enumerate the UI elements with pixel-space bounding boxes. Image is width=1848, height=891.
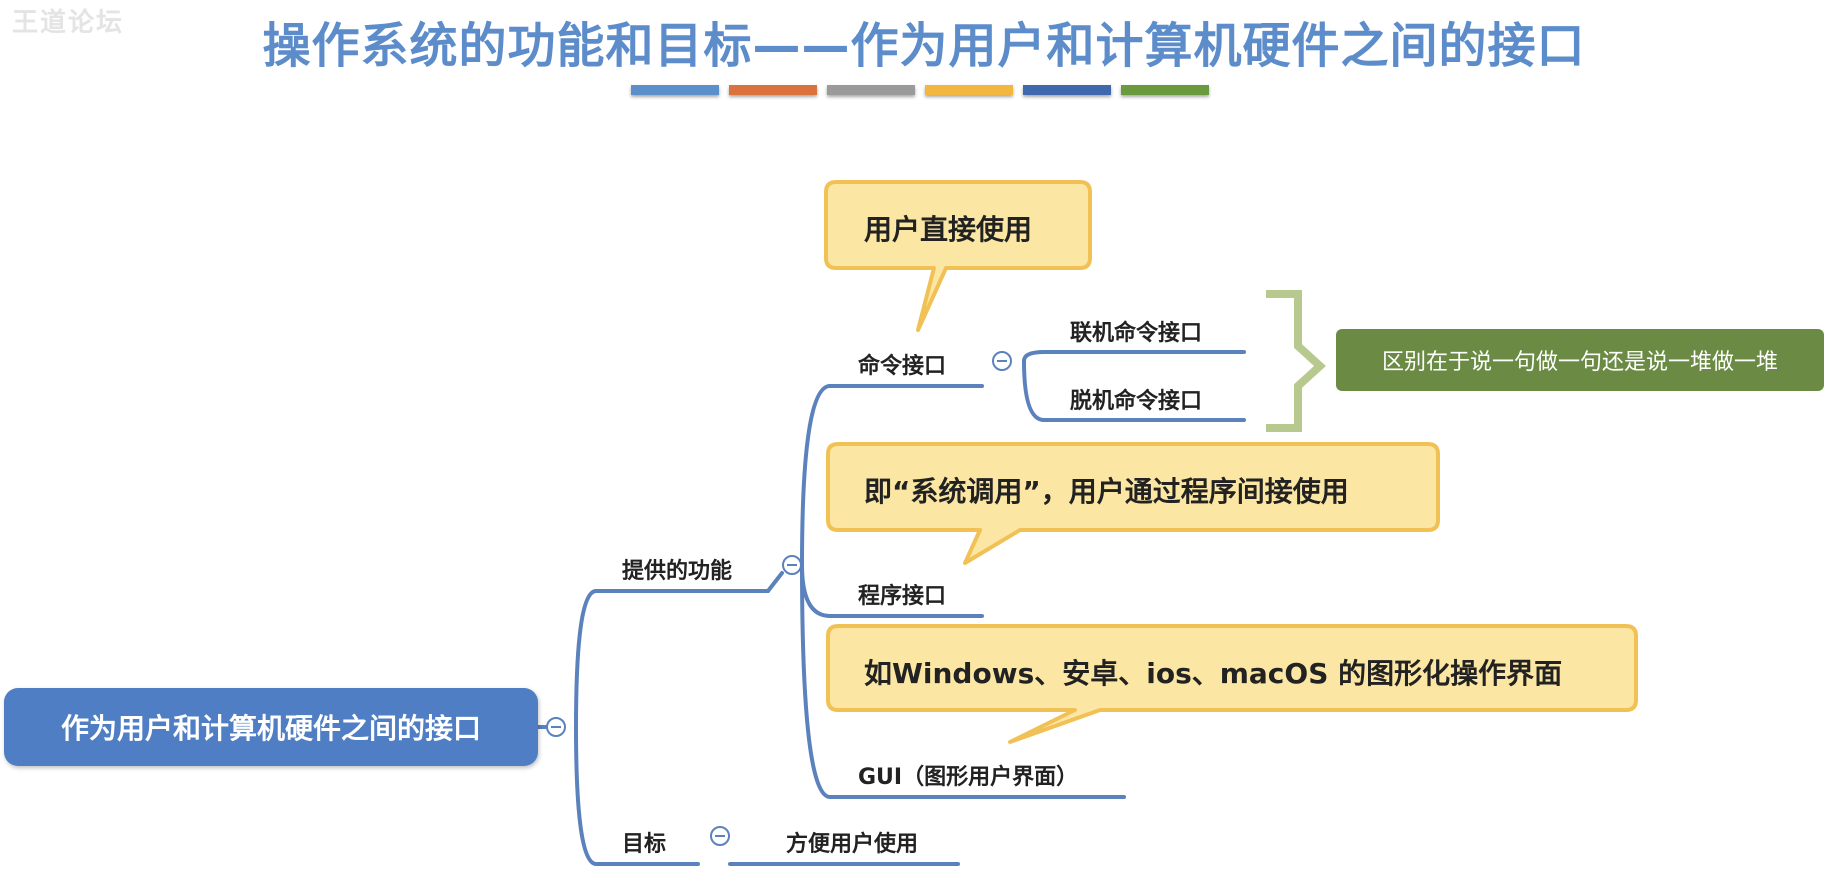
color-bar — [729, 85, 817, 95]
callout-system-call-bubble — [826, 442, 1440, 565]
difference-note: 区别在于说一句做一句还是说一堆做一堆 — [1336, 329, 1824, 391]
callout-gui-examples: 如Windows、安卓、ios、macOS 的图形化操作界面 — [864, 657, 1563, 690]
connector-root-functions — [574, 589, 598, 729]
bracket — [1266, 290, 1326, 432]
color-bar — [827, 85, 915, 95]
branch-gui[interactable]: GUI（图形用户界面） — [858, 765, 1079, 790]
color-bar — [1121, 85, 1209, 95]
command-collapse-icon[interactable] — [992, 351, 1012, 371]
branch-functions[interactable]: 提供的功能 — [622, 559, 733, 584]
color-bar — [925, 85, 1013, 95]
callout-gui-bubble — [826, 624, 1638, 744]
connector-functions-gui — [800, 563, 832, 799]
branch-online-command[interactable]: 联机命令接口 — [1070, 321, 1203, 346]
callout-direct-use: 用户直接使用 — [864, 213, 1033, 246]
color-bar — [631, 85, 719, 95]
connector-functions-command — [800, 384, 832, 567]
root-collapse-icon[interactable] — [546, 717, 566, 737]
slide-title: 操作系统的功能和目标——作为用户和计算机硬件之间的接口 — [262, 18, 1586, 74]
callout-system-call: 即“系统调用”，用户通过程序间接使用 — [864, 475, 1349, 508]
functions-collapse-icon[interactable] — [782, 555, 802, 575]
branch-goal[interactable]: 目标 — [622, 832, 667, 857]
callout-direct-use-bubble — [824, 180, 1092, 332]
connector-functions-collapse — [766, 571, 784, 593]
connector-root-goal — [574, 725, 598, 866]
branch-offline-command[interactable]: 脱机命令接口 — [1070, 389, 1203, 414]
goal-detail[interactable]: 方便用户使用 — [786, 832, 919, 857]
root-node[interactable]: 作为用户和计算机硬件之间的接口 — [4, 688, 538, 766]
watermark: 王道论坛 — [12, 8, 125, 38]
connector-command-offline — [1022, 359, 1046, 422]
connector-functions-program — [800, 563, 832, 618]
goal-collapse-icon[interactable] — [710, 826, 730, 846]
branch-program-interface[interactable]: 程序接口 — [858, 584, 947, 609]
branch-command-interface[interactable]: 命令接口 — [858, 354, 947, 379]
color-bar — [1023, 85, 1111, 95]
connector-command-online — [1022, 350, 1046, 363]
